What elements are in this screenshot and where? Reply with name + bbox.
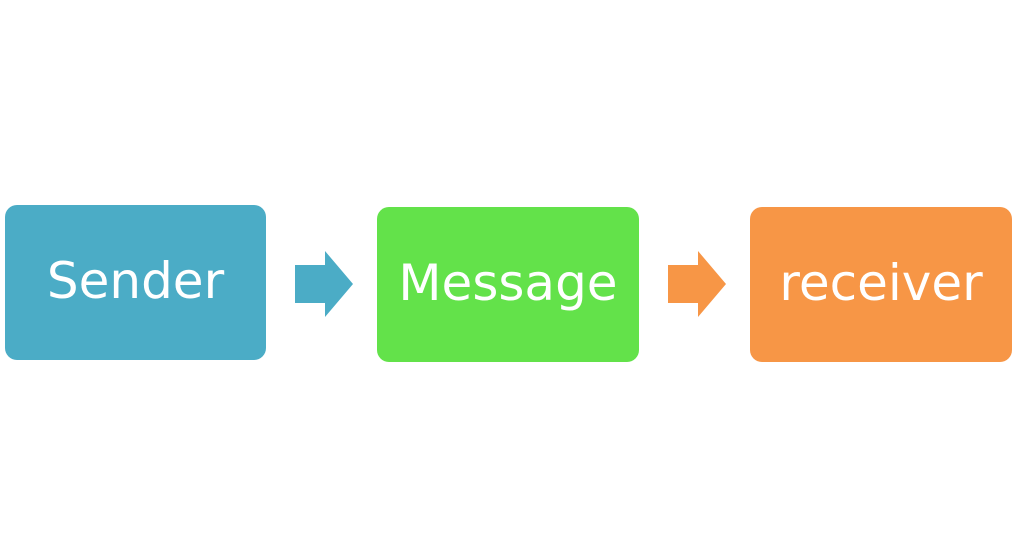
sender-box: Sender [5, 205, 266, 360]
sender-label: Sender [46, 251, 225, 310]
message-label: Message [398, 253, 618, 312]
receiver-label: receiver [779, 253, 983, 312]
arrow-message-to-receiver [668, 251, 726, 317]
arrow-sender-to-message [295, 251, 353, 317]
receiver-box: receiver [750, 207, 1012, 362]
arrow-right-icon [295, 251, 353, 317]
message-box: Message [377, 207, 639, 362]
arrow-right-icon [668, 251, 726, 317]
